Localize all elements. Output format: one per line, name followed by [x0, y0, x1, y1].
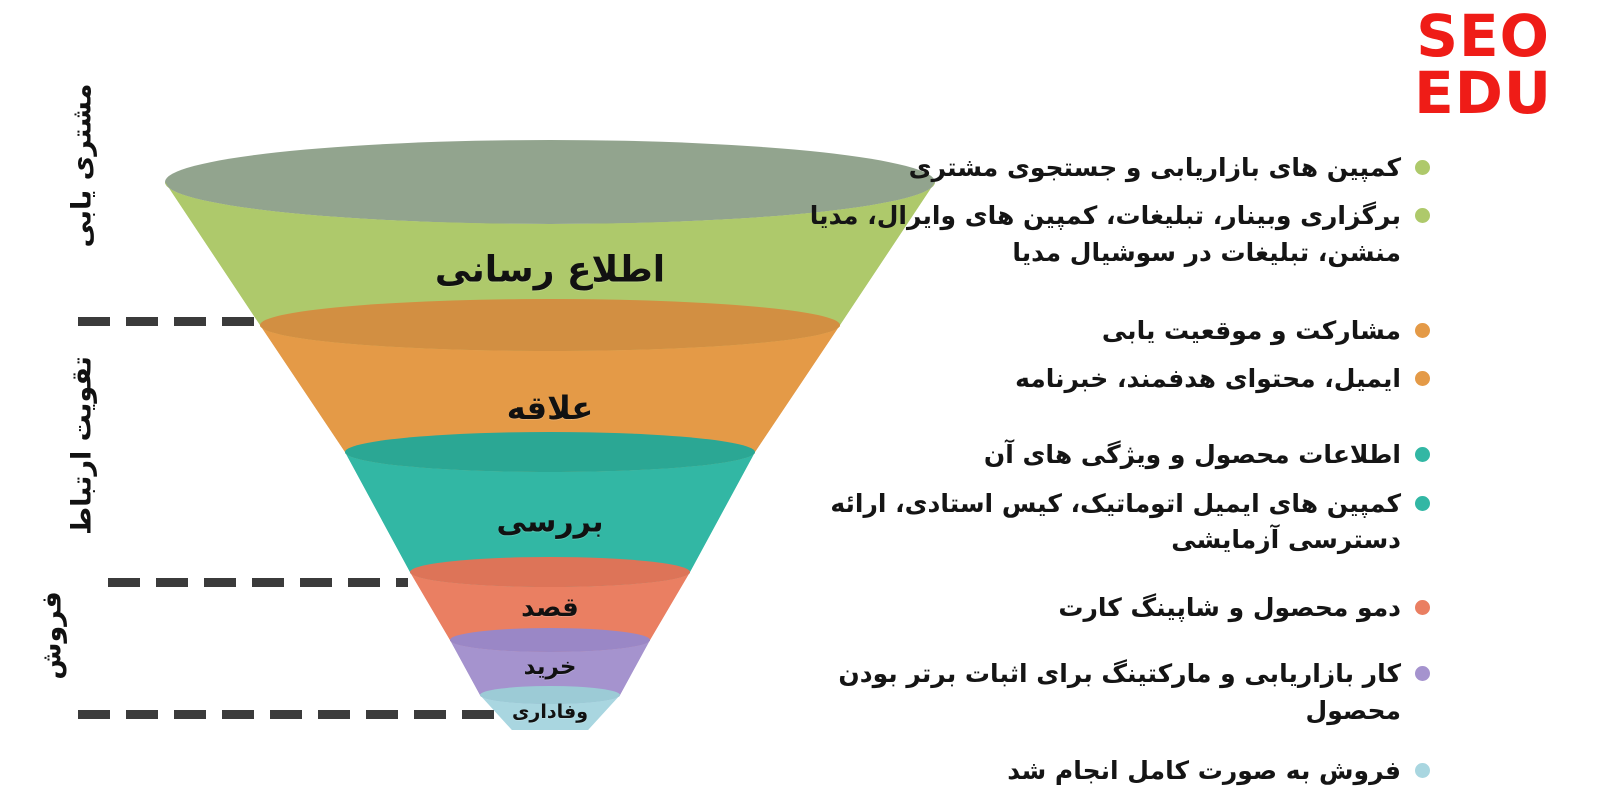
funnel-stage-body-5: [450, 640, 650, 704]
funnel-svg: [165, 140, 935, 737]
list-item: مشارکت و موقعیت یابی: [790, 313, 1430, 349]
bullet-group-6: فروش به صورت کامل انجام شد: [790, 753, 1430, 789]
list-item: کمپین های بازاریابی و جستجوی مشتری: [790, 150, 1430, 186]
funnel-stage-cap: [410, 557, 690, 587]
phase-label-engagement: تقویت ارتباط: [66, 356, 98, 535]
funnel-stage-label-5: خرید: [523, 654, 577, 680]
funnel-stage-cap: [480, 686, 620, 704]
bullet-text: ایمیل، محتوای هدفمند، خبرنامه: [1015, 364, 1401, 393]
bullet-text: اطلاعات محصول و ویژگی های آن: [983, 440, 1401, 470]
bullet-group-5: کار بازاریابی و مارکتینگ برای اثبات برتر…: [790, 656, 1430, 729]
bullet-dot-icon: [1415, 371, 1430, 386]
bullet-text: کمپین های ایمیل اتوماتیک، کیس استادی، ار…: [830, 488, 1401, 554]
funnel-stage-body-6: [480, 695, 620, 737]
list-item: برگزاری وبینار، تبلیغات، کمپین های وایرا…: [790, 198, 1430, 271]
funnel-stage-cap: [345, 432, 755, 472]
funnel-stage-cap: [260, 299, 840, 351]
funnel-stage-body-3: [345, 452, 755, 587]
funnel-stage-label-2: علاقه: [506, 389, 594, 427]
funnel-stage-label-3: بررسی: [496, 504, 604, 540]
funnel-stage-cap: [165, 140, 935, 224]
bullet-group-2: مشارکت و موقعیت یابی ایمیل، محتوای هدفمند…: [790, 313, 1430, 398]
list-item: فروش به صورت کامل انجام شد: [790, 753, 1430, 789]
phase-divider-3: [78, 710, 496, 719]
funnel-graphic: اطلاع رسانی علاقه بررسی قصد خرید وفاداری: [150, 140, 950, 737]
seo-edu-logo: SEO EDU: [1414, 2, 1552, 127]
list-item: اطلاعات محصول و ویژگی های آن: [790, 437, 1430, 473]
bullet-group-3: اطلاعات محصول و ویژگی های آن کمپین های ای…: [790, 437, 1430, 558]
funnel-stage-body-2: [260, 325, 840, 472]
logo-line-seo: SEO: [1416, 2, 1550, 70]
bullet-dot-icon: [1415, 447, 1430, 463]
funnel-stage-cap: [450, 628, 650, 652]
bullet-list: کمپین های بازاریابی و جستجوی مشتری برگزار…: [790, 150, 1430, 789]
list-item: کمپین های ایمیل اتوماتیک، کیس استادی، ار…: [790, 486, 1430, 559]
funnel-stage-label-4: قصد: [521, 593, 579, 623]
bullet-text: مشارکت و موقعیت یابی: [1101, 315, 1401, 345]
list-item: کار بازاریابی و مارکتینگ برای اثبات برتر…: [790, 656, 1430, 729]
funnel-stage-label-6: وفاداری: [512, 701, 588, 723]
phase-divider-2: [108, 578, 408, 587]
logo-line-edu: EDU: [1414, 58, 1552, 127]
bullet-group-1: کمپین های بازاریابی و جستجوی مشتری برگزار…: [790, 150, 1430, 271]
bullet-dot-icon: [1415, 600, 1430, 615]
bullet-dot-icon: [1415, 666, 1430, 682]
list-item: ایمیل، محتوای هدفمند، خبرنامه: [790, 361, 1430, 397]
bullet-text: کار بازاریابی و مارکتینگ برای اثبات برتر…: [838, 659, 1401, 725]
bullet-text: فروش به صورت کامل انجام شد: [1007, 755, 1401, 785]
bullet-dot-icon: [1415, 762, 1430, 778]
bullet-dot-icon: [1415, 160, 1430, 175]
bullet-dot-icon: [1415, 322, 1430, 338]
funnel-stage-label-1: اطلاع رسانی: [434, 249, 666, 291]
list-item: دمو محصول و شاپینگ کارت: [790, 590, 1430, 626]
bullet-text: کمپین های بازاریابی و جستجوی مشتری: [908, 153, 1401, 182]
bullet-group-4: دمو محصول و شاپینگ کارت: [790, 590, 1430, 626]
bullet-dot-icon: [1415, 208, 1430, 224]
bullet-dot-icon: [1415, 495, 1430, 511]
phase-label-acquisition: مشتری یابی: [66, 83, 98, 248]
bullet-text: برگزاری وبینار، تبلیغات، کمپین های وایرا…: [809, 201, 1401, 267]
phase-label-sales: فروش: [36, 591, 68, 680]
bullet-text: دمو محصول و شاپینگ کارت: [1058, 593, 1401, 622]
phase-divider-1: [78, 317, 254, 326]
